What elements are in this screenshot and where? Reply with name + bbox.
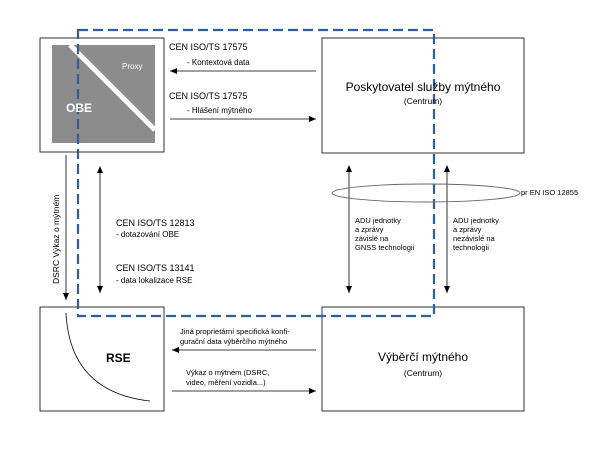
collector-subtitle: (Centrum) [403, 368, 443, 378]
adu-independent-line3: nezávislé na [453, 234, 495, 243]
provider-title: Poskytovatel služby mýtného [345, 80, 501, 94]
adu-independent-line2: a zprávy [453, 225, 482, 234]
report2-label-line2: video, měření vozidla...) [186, 378, 266, 387]
collector-title: Výběrčí mýtného [377, 350, 469, 364]
location-standard-label: CEN ISO/TS 13141 [116, 263, 195, 273]
obe-label: OBE [66, 101, 93, 115]
rse-box [39, 306, 165, 412]
report-standard-label: CEN ISO/TS 17575 [169, 91, 248, 101]
config-label-line2: gurační data výběrčího mýtného [180, 337, 288, 346]
adu-gnss-line3: závislé na [355, 234, 389, 243]
adu-gnss-line2: a zprávy [355, 225, 384, 234]
adu-independent-line4: technologii [453, 243, 489, 252]
obe-diagonal-stripe [68, 43, 157, 132]
rse-label: RSE [106, 351, 131, 365]
report2-label-line1: Výkaz o mýtném (DSRC, [186, 368, 270, 377]
standard-ellipse [331, 183, 521, 203]
config-label-line1: Jiná proprietární specifická konfi- [180, 327, 290, 336]
dsrc-report-label: DSRC Výkaz o mýtném [51, 194, 61, 284]
provider-subtitle: (Centrum) [403, 96, 443, 106]
collector-box [321, 306, 525, 412]
adu-gnss-line4: GNSS technologii [355, 243, 415, 252]
adu-independent-line1: ADU jednotky [453, 216, 499, 225]
adu-gnss-line1: ADU jednotky [355, 216, 401, 225]
query-standard-label: CEN ISO/TS 12813 [116, 218, 195, 228]
obe-proxy-label: Proxy [122, 62, 143, 71]
toll-report-label: - Hlášení mýtného [187, 106, 252, 115]
pren-standard-label: pr EN ISO 12855 [521, 188, 579, 197]
provider-box [321, 37, 525, 154]
context-standard-label: CEN ISO/TS 17575 [169, 42, 248, 52]
obe-fill [52, 45, 155, 143]
query-label: - dotazování OBE [116, 230, 180, 239]
rse-curve [65, 312, 151, 402]
context-data-label: - Kontextová data [187, 58, 250, 67]
location-label: - data lokalizace RSE [116, 276, 193, 285]
